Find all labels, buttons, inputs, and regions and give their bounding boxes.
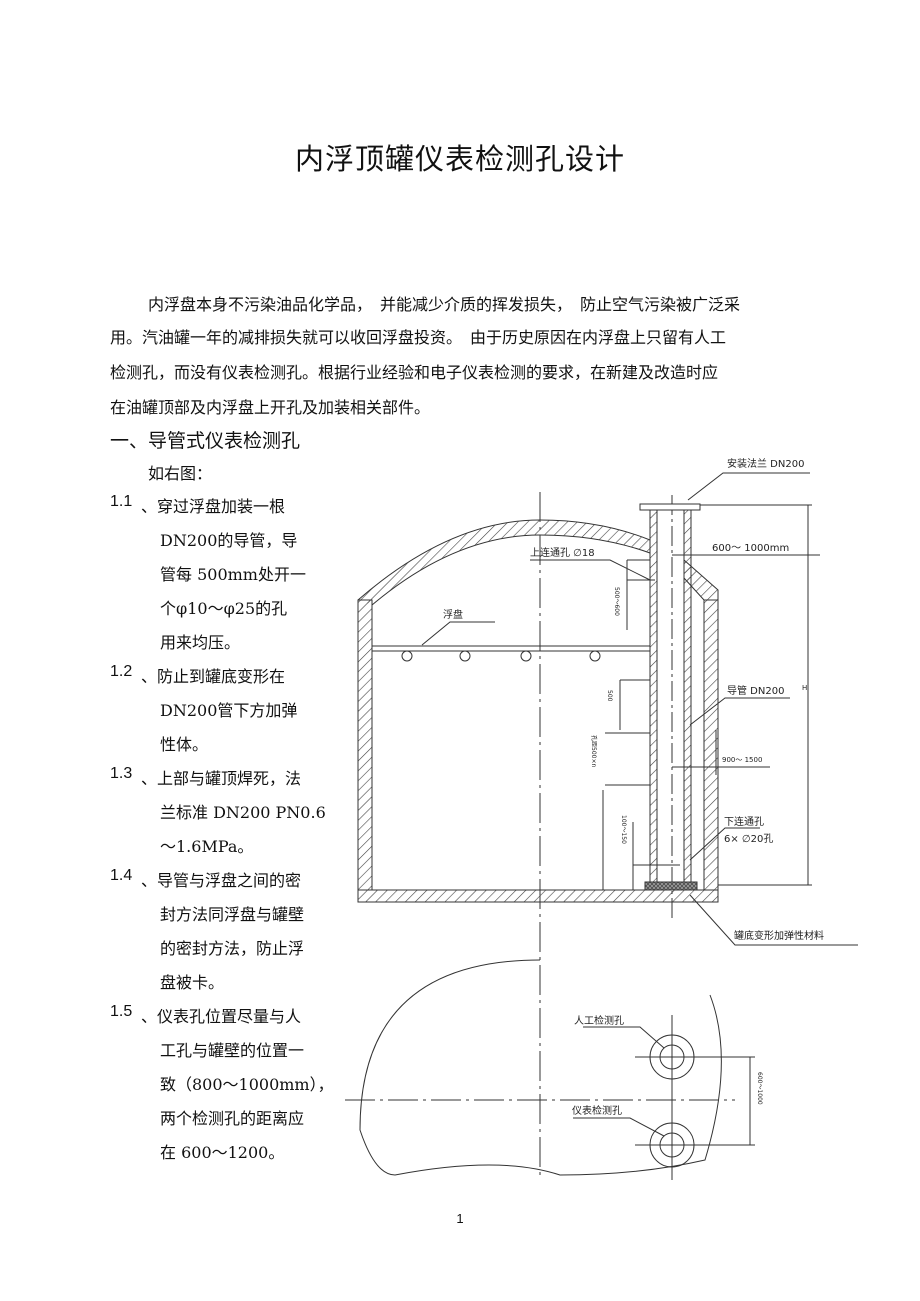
guide-pipe xyxy=(649,509,658,886)
item-line: 封方法同浮盘与罐壁 xyxy=(160,905,305,924)
section-heading: 一、导管式仪表检测孔 xyxy=(110,430,301,452)
item-line: 管每 500mm处开一 xyxy=(160,565,306,584)
intro-line: 用。汽油罐一年的减排损失就可以收回浮盘投资。 由于历史原因在内浮盘上只留有人工 xyxy=(110,328,727,347)
page-title: 内浮顶罐仪表检测孔设计 xyxy=(294,142,625,176)
item-line: 性体。 xyxy=(160,735,209,754)
item-number: 1.2 xyxy=(110,663,133,680)
label-flange: 安装法兰 DN200 xyxy=(727,457,804,470)
label-dim-b: 100～150 xyxy=(620,815,627,844)
intro-line: 检测孔，而没有仪表检测孔。根据行业经验和电子仪表检测的要求，在新建及改造时应 xyxy=(110,363,719,382)
item-line: ～1.6MPa。 xyxy=(160,837,254,856)
item-line: 、导管与浮盘之间的密 xyxy=(141,871,302,890)
label-instrument-hole: 仪表检测孔 xyxy=(572,1104,622,1117)
item-line: DN200的导管，导 xyxy=(160,531,298,550)
label-lower-hole: 下连通孔 xyxy=(724,815,764,828)
item-line: 在 600～1200。 xyxy=(160,1143,285,1162)
label-float: 浮盘 xyxy=(443,608,463,621)
item-number: 1.5 xyxy=(110,1003,133,1020)
label-dim-a: 500～600 xyxy=(613,587,620,616)
label-manual-hole: 人工检测孔 xyxy=(574,1014,624,1027)
see-right-text: 如右图： xyxy=(148,464,213,483)
elastic-pad xyxy=(644,881,698,891)
tank-wall-left xyxy=(357,599,373,891)
label-lower-hole-spec: 6× ∅20孔 xyxy=(724,833,773,845)
tank-bottom xyxy=(357,889,719,903)
label-dim-d: 孔距500×n xyxy=(590,735,598,767)
label-dim-plan: 600～1000 xyxy=(756,1072,763,1105)
item-line: 兰标准 DN200 PN0.6 xyxy=(160,803,326,822)
label-distance-2: 900～ 1500 xyxy=(722,756,762,764)
item-line: 工孔与罐壁的位置一 xyxy=(160,1041,305,1060)
item-line: 用来均压。 xyxy=(160,633,241,652)
item-number: 1.4 xyxy=(110,867,133,884)
item-number: 1.1 xyxy=(110,493,133,510)
item-line: 盘被卡。 xyxy=(160,973,225,992)
label-guide-pipe: 导管 DN200 xyxy=(727,684,784,697)
label-height: H xyxy=(802,684,807,692)
item-line: 、上部与罐顶焊死，法 xyxy=(141,769,302,788)
label-distance-1: 600～ 1000mm xyxy=(712,543,789,554)
item-line: 致（800～1000mm）， xyxy=(160,1075,334,1094)
plan-view-outline xyxy=(359,959,722,1176)
item-line: 、防止到罐底变形在 xyxy=(141,667,286,686)
item-number: 1.3 xyxy=(110,765,133,782)
item-line: 、仪表孔位置尽量与人 xyxy=(141,1007,302,1026)
flange xyxy=(639,503,701,511)
item-line: DN200管下方加弹 xyxy=(160,701,298,720)
item-line: 、穿过浮盘加装一根 xyxy=(141,497,286,516)
label-dim-c: 500 xyxy=(606,690,613,702)
intro-line: 内浮盘本身不污染油品化学品， 并能减少介质的挥发损失， 防止空气污染被广泛采 xyxy=(148,295,741,314)
float-deck xyxy=(371,645,651,652)
item-line: 两个检测孔的距离应 xyxy=(160,1109,305,1128)
item-line: 个φ10～φ25的孔 xyxy=(160,599,288,618)
label-upper-hole: 上连通孔 ∅18 xyxy=(530,546,595,559)
label-bottom-material: 罐底变形加弹性材料 xyxy=(734,929,824,942)
page-number: 1 xyxy=(456,1211,464,1226)
item-line: 的密封方法，防止浮 xyxy=(160,939,305,958)
intro-line: 在油罐顶部及内浮盘上开孔及加装相关部件。 xyxy=(110,398,431,417)
